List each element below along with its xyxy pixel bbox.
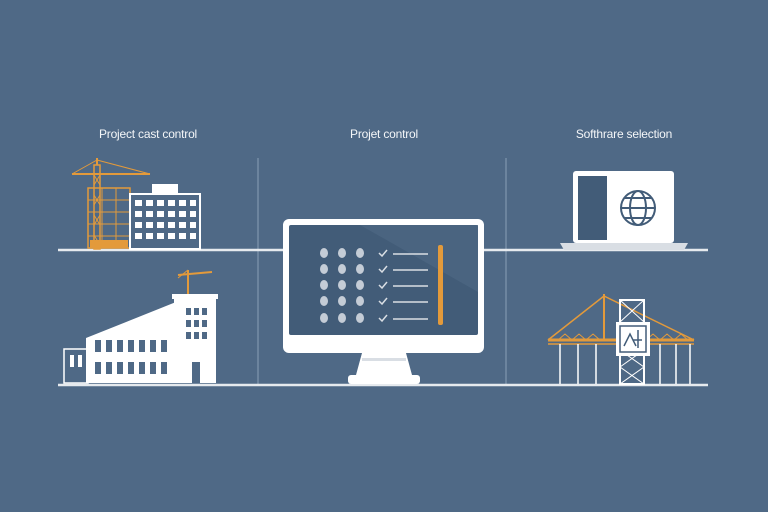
factory-icon [63, 269, 218, 384]
crane-scaffold-icon [547, 294, 695, 385]
crane-building-icon [71, 158, 201, 250]
section-label-software-selection: Softhrare selection [575, 127, 673, 141]
laptop-globe-icon [560, 171, 688, 250]
section-label-project-cost-control: Project cast control [98, 127, 198, 141]
monitor-checklist-icon [283, 219, 484, 384]
section-label-project-control: Projet control [350, 127, 418, 141]
